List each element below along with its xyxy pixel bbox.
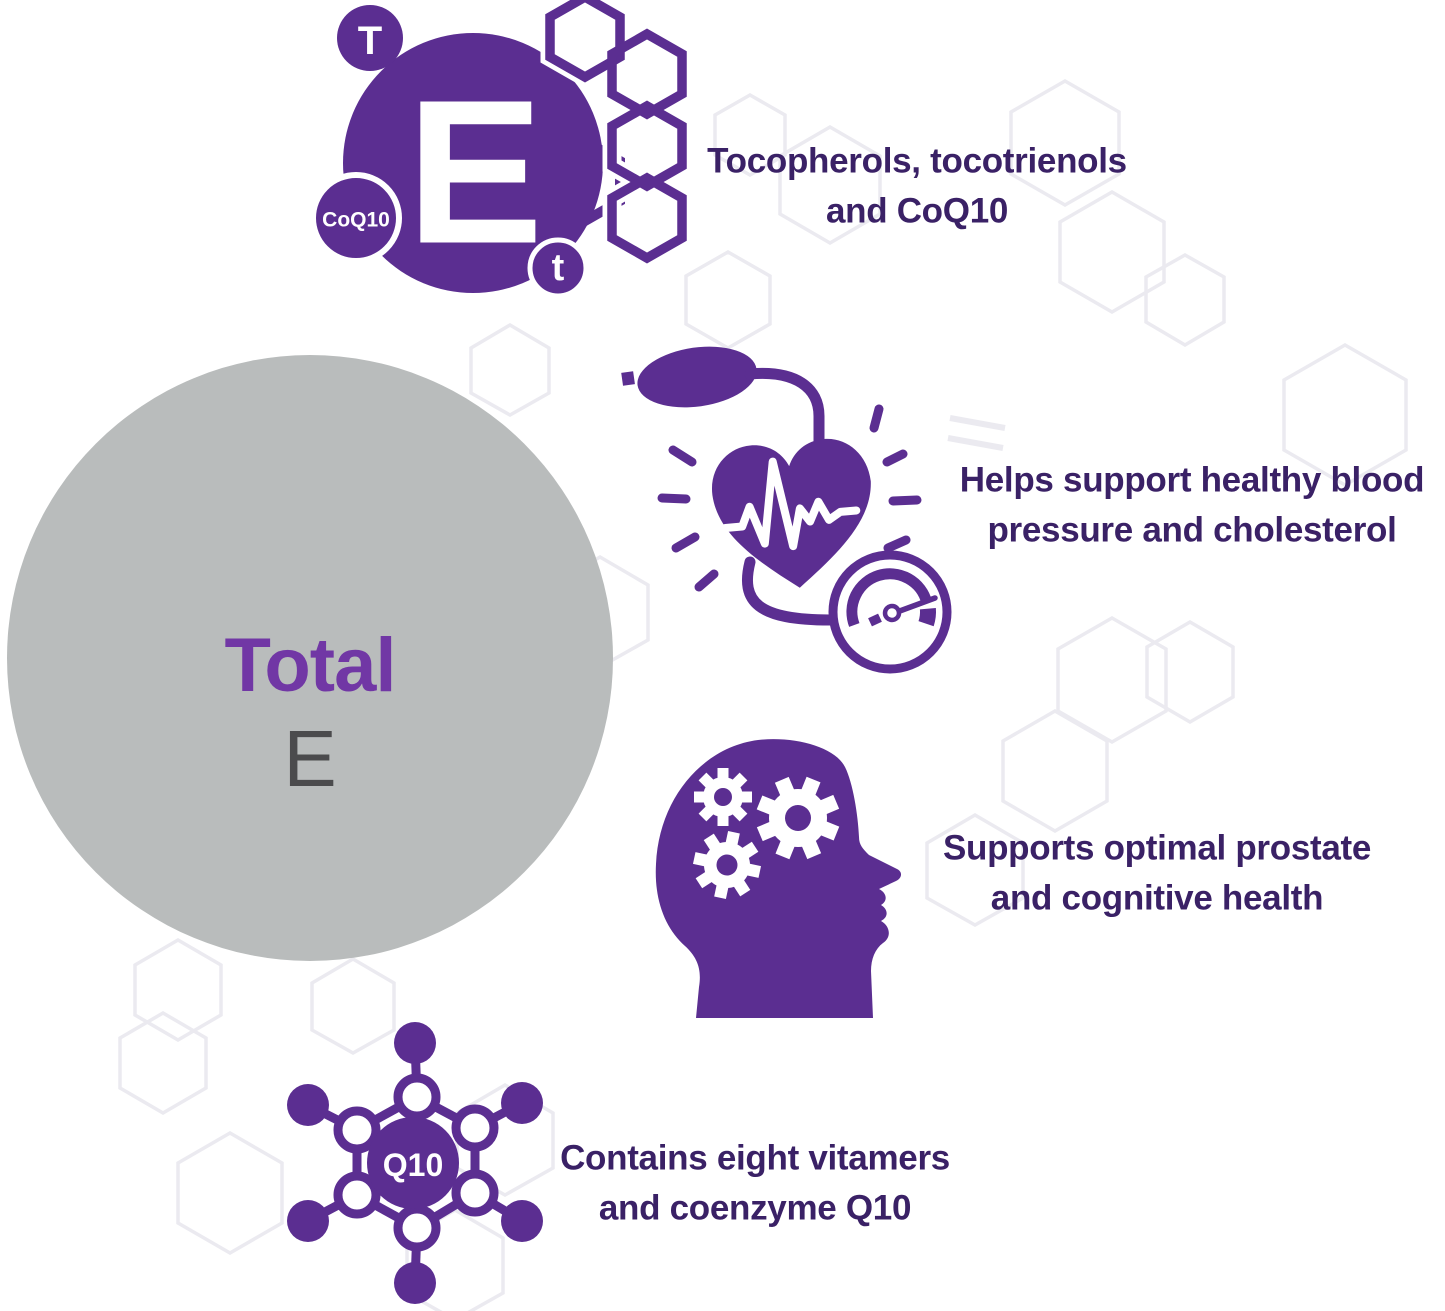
molecule-q10-label: Q10 — [383, 1147, 443, 1183]
honeycomb-icon — [545, 0, 687, 264]
product-circle: Total E — [7, 355, 613, 961]
benefit-caption-blood-pressure: Helps support healthy blood pressure and… — [959, 455, 1425, 554]
head-silhouette — [655, 739, 902, 1018]
molecule-ring-atoms — [333, 1073, 499, 1252]
benefit-caption-tocopherols: Tocopherols, tocotrienols and CoQ10 — [707, 136, 1127, 235]
caption-line: Helps support healthy blood — [959, 460, 1425, 500]
satellite-lower-t-label: t — [552, 247, 565, 289]
coq10-molecule-icon: Q10 — [287, 1022, 543, 1304]
caption-line: and coenzyme Q10 — [598, 1188, 912, 1227]
caption-line: and CoQ10 — [825, 191, 1009, 230]
heart-ekg — [712, 439, 871, 588]
caption-line: Supports optimal prostate — [942, 828, 1372, 868]
pulse-rays — [657, 404, 922, 592]
satellite-t-circle — [337, 5, 403, 71]
head-gears-icon — [655, 739, 902, 1018]
caption-line: and cognitive health — [990, 878, 1324, 917]
molecule-outer-atoms — [287, 1022, 543, 1304]
satellite-t-label: T — [358, 19, 382, 63]
satellite-lower-t-circle — [527, 237, 589, 299]
logo-letter-e: E — [407, 58, 544, 287]
molecule-center — [367, 1117, 459, 1209]
logo-main-circle — [343, 33, 603, 293]
heart-blood-pressure-icon — [621, 346, 952, 674]
caption-line: Tocopherols, tocotrienols — [707, 141, 1127, 181]
gear-icon-small — [694, 768, 752, 826]
caption-line: pressure and cholesterol — [987, 510, 1397, 549]
vitamin-e-complex-logo: E T CoQ10 t — [310, 0, 692, 299]
satellite-coq10-label: CoQ10 — [322, 209, 390, 232]
gear-icon-medium — [692, 830, 762, 900]
brand-name: Total — [224, 622, 397, 708]
caption-line: Contains eight vitamers — [560, 1138, 950, 1178]
benefit-caption-cognitive: Supports optimal prostate and cognitive … — [943, 823, 1371, 922]
bp-tube — [741, 556, 836, 626]
benefit-caption-vitamers: Contains eight vitamers and coenzyme Q10 — [560, 1133, 950, 1232]
gear-icon-large — [756, 776, 840, 860]
bp-cuff-bulb — [621, 346, 825, 454]
brand-letter-e: E — [283, 713, 337, 803]
satellite-coq10-circle — [310, 172, 402, 264]
pressure-gauge — [828, 550, 952, 674]
